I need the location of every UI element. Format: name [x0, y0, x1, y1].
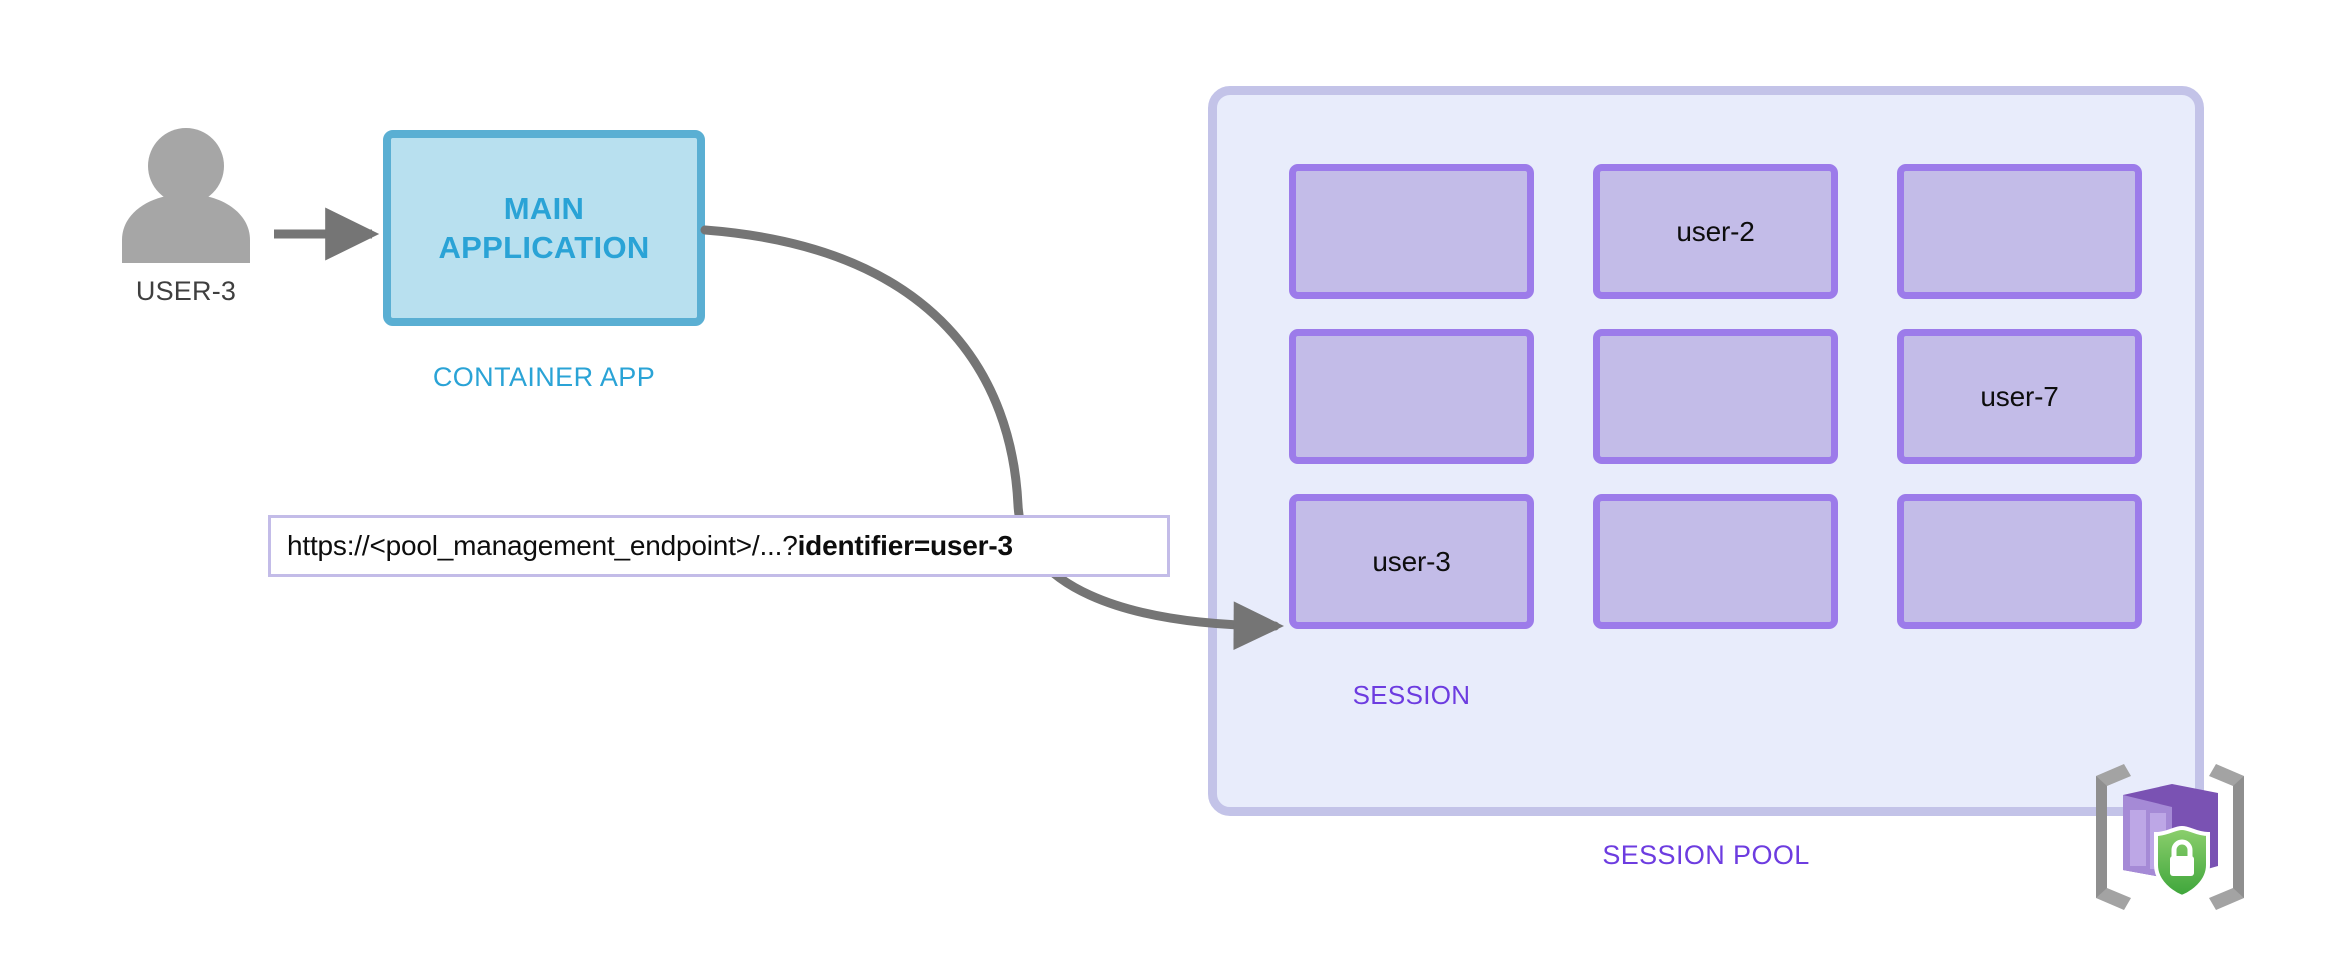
session-cell-label: user-2 [1676, 215, 1755, 247]
main-application-box[interactable]: MAIN APPLICATION [383, 130, 705, 326]
session-cell[interactable] [1289, 329, 1534, 464]
session-cell[interactable] [1593, 329, 1838, 464]
session-cell[interactable]: user-2 [1593, 164, 1838, 299]
session-cell-label: user-7 [1980, 380, 2059, 412]
url-identifier-param: identifier=user-3 [797, 530, 1013, 561]
session-cell[interactable] [1289, 164, 1534, 299]
bracket-right-icon [2209, 764, 2244, 910]
pool-management-url-text: https://<pool_management_endpoint>/...?i… [287, 530, 1013, 562]
session-cell[interactable] [1897, 164, 2142, 299]
pool-management-url-callout[interactable]: https://<pool_management_endpoint>/...?i… [268, 515, 1170, 577]
user-actor: USER-3 [118, 128, 254, 328]
container-app-caption: CONTAINER APP [432, 362, 656, 392]
session-grid: user-2 user-7 user-3 [1289, 164, 2142, 629]
container-apps-dynamic-sessions-icon [2096, 764, 2244, 910]
url-prefix: https://<pool_management_endpoint>/...? [287, 530, 798, 561]
user-label: USER-3 [135, 276, 237, 306]
session-pool-container: user-2 user-7 user-3 SESS [1208, 86, 2204, 816]
shield-lock-icon [2154, 825, 2210, 900]
session-cell[interactable] [1593, 494, 1838, 629]
session-pool-caption: SESSION POOL [1602, 840, 1810, 870]
main-application-title: MAIN APPLICATION [438, 190, 650, 265]
bracket-left-icon [2096, 764, 2131, 910]
session-cell-active[interactable]: user-3 [1289, 494, 1534, 629]
person-icon [122, 128, 250, 263]
session-cell[interactable] [1897, 494, 2142, 629]
session-cell-label: user-3 [1372, 545, 1451, 577]
session-caption: SESSION [1352, 680, 1471, 710]
session-cell[interactable]: user-7 [1897, 329, 2142, 464]
